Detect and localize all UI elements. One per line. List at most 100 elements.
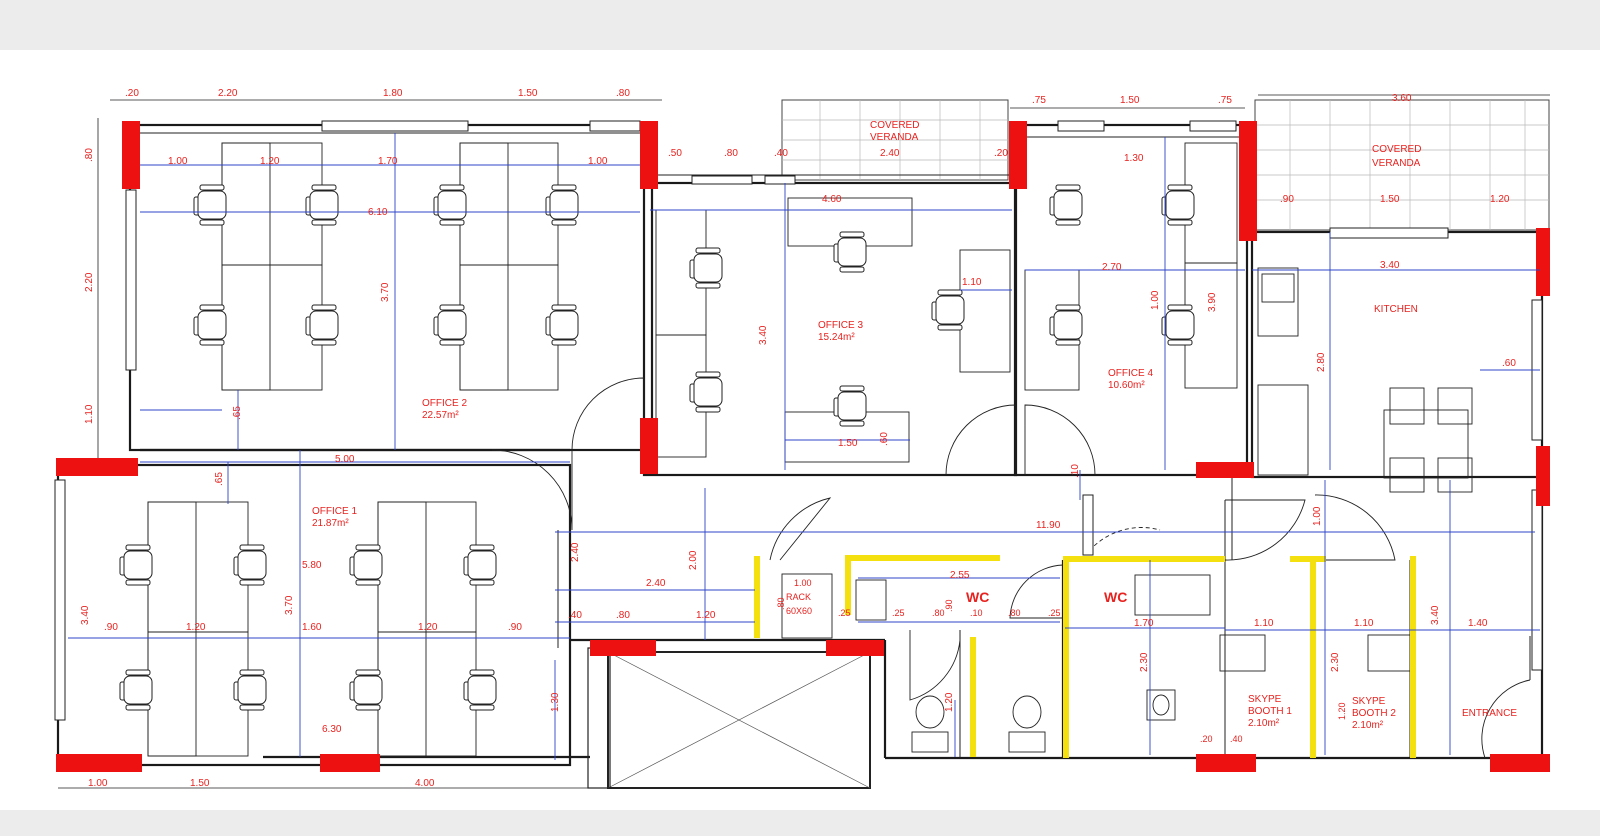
dim-c-b: .10 (1070, 464, 1081, 478)
dimension-labels-corridor: 11.90 .10 2.40 2.00 2.40 1.30 .40 .80 1.… (550, 464, 1081, 712)
dim-left-4: 3.40 (80, 605, 91, 625)
dim-c-a: 11.90 (1036, 520, 1061, 531)
office-chair (119, 669, 153, 711)
wc1-name: WC (966, 589, 989, 605)
dim-wc-k: 2.30 (1139, 652, 1150, 672)
dim-o3-b: 1.50 (838, 438, 858, 449)
office-chair (545, 304, 579, 346)
dim-o1-a: 5.00 (335, 454, 355, 465)
dim-o4-c: 1.00 (1150, 290, 1161, 310)
dim-bottom-3: 4.00 (415, 778, 435, 789)
dim-b-b: 1.10 (1254, 618, 1274, 629)
dim-top-3: 1.80 (383, 88, 403, 99)
rack-line1: 1.00 (794, 578, 812, 588)
office-chair (193, 304, 227, 346)
dim-o3-5: .20 (994, 148, 1008, 159)
dim-wc-g: .80 (1008, 608, 1021, 618)
office4-name: OFFICE 4 (1108, 368, 1153, 379)
dim-top-right: 3.60 (1392, 93, 1412, 104)
dim-o2-g: .65 (232, 406, 243, 420)
dimension-labels-office4: 1.30 2.70 1.00 3.90 (1102, 153, 1218, 312)
doors (491, 377, 1531, 759)
paper-sheet (0, 50, 1600, 810)
dim-o3-h: 3.40 (758, 325, 769, 345)
dim-top-2: 2.20 (218, 88, 238, 99)
rack-line2: RACK (786, 592, 811, 602)
dim-wc-f: .10 (970, 608, 983, 618)
veranda1-line2: VERANDA (870, 132, 919, 143)
dimension-labels-top: .20 2.20 1.80 1.50 .80 .50 .80 .40 2.40 … (125, 88, 1510, 205)
dim-o3-w: 4.60 (822, 194, 842, 205)
dim-o4-2: 1.50 (1120, 95, 1140, 106)
rack-line3: 60X60 (786, 606, 812, 616)
dim-o1-f: 1.20 (186, 622, 206, 633)
kitchen-name: KITCHEN (1374, 304, 1418, 315)
dim-b-f: 1.40 (1468, 618, 1488, 629)
booth2-line1: SKYPE (1352, 696, 1386, 707)
office-chair (463, 544, 497, 586)
dim-o3-desk: 1.10 (962, 277, 982, 288)
dim-wc-j: 1.70 (1134, 618, 1154, 629)
dim-top-4: 1.50 (518, 88, 538, 99)
booth2-line2: BOOTH 2 (1352, 708, 1396, 719)
dim-o1-h: 1.20 (418, 622, 438, 633)
dim-wc-a: 2.55 (950, 570, 970, 581)
dim-wc-e: .90 (944, 599, 954, 612)
room-labels: OFFICE 2 22.57m² OFFICE 1 21.87m² OFFICE… (312, 120, 1517, 731)
office1-name: OFFICE 1 (312, 506, 357, 517)
dimension-labels-wc: 2.55 .25 .25 .80 .90 .10 .80 .25 .80 1.7… (776, 570, 1347, 744)
dim-o4-1: .75 (1032, 95, 1046, 106)
chairs (119, 184, 1195, 711)
dim-o3-c: .60 (879, 432, 890, 446)
dim-c-h: .80 (616, 610, 630, 621)
office2-name: OFFICE 2 (422, 398, 467, 409)
office-chair (1161, 184, 1195, 226)
office-chair (349, 544, 383, 586)
office-chair (833, 231, 867, 273)
office-chair (349, 669, 383, 711)
dim-o2-f: 3.70 (380, 282, 391, 302)
dim-left-3: 1.10 (84, 404, 95, 424)
dim-wc-h: .25 (1048, 608, 1061, 618)
dim-k-a: 3.40 (1380, 260, 1400, 271)
dimension-labels-office3: 4.60 3.40 1.10 1.50 .60 (758, 194, 982, 449)
dim-c-f: 1.30 (550, 692, 561, 712)
office3-area: 15.24m² (818, 332, 855, 343)
dim-c-c: 2.40 (570, 542, 581, 562)
partitions (754, 555, 1416, 758)
office-chair (689, 371, 723, 413)
dimension-labels-left: .80 2.20 1.10 3.40 (80, 148, 95, 625)
dim-c-d: 2.00 (688, 550, 699, 570)
dim-wc-i: .80 (776, 597, 786, 610)
dim-top-5: .80 (616, 88, 630, 99)
dim-o1-g: 1.60 (302, 622, 322, 633)
dim-b-e: 3.40 (1430, 605, 1441, 625)
office1-area: 21.87m² (312, 518, 349, 529)
dim-o4-d: 3.90 (1207, 292, 1218, 312)
dim-o1-e: .90 (104, 622, 118, 633)
office-chair (1049, 184, 1083, 226)
dim-wc-l: 1.20 (944, 692, 955, 712)
dim-o2-c: 1.70 (378, 156, 398, 167)
dim-left-1: .80 (84, 148, 95, 162)
dim-o2-d: 1.00 (588, 156, 608, 167)
veranda-1-area (781, 99, 1009, 181)
dim-k-b: 2.80 (1316, 352, 1327, 372)
office-chair (463, 669, 497, 711)
dim-o1-j: 6.30 (322, 724, 342, 735)
booth2-area: 2.10m² (1352, 720, 1384, 731)
dim-o2-b: 1.20 (260, 156, 280, 167)
dim-wc-n: .40 (1230, 734, 1243, 744)
dim-bottom-1: 1.00 (88, 778, 108, 789)
office-chair (833, 385, 867, 427)
dim-v2-3: 1.20 (1490, 194, 1510, 205)
dim-o3-1: .50 (668, 148, 682, 159)
dim-v2-1: .90 (1280, 194, 1294, 205)
dim-o3-4: 2.40 (880, 148, 900, 159)
dim-c-i: 1.20 (696, 610, 716, 621)
dim-o3-2: .80 (724, 148, 738, 159)
booth1-line2: BOOTH 1 (1248, 706, 1292, 717)
wc2-name: WC (1104, 589, 1127, 605)
